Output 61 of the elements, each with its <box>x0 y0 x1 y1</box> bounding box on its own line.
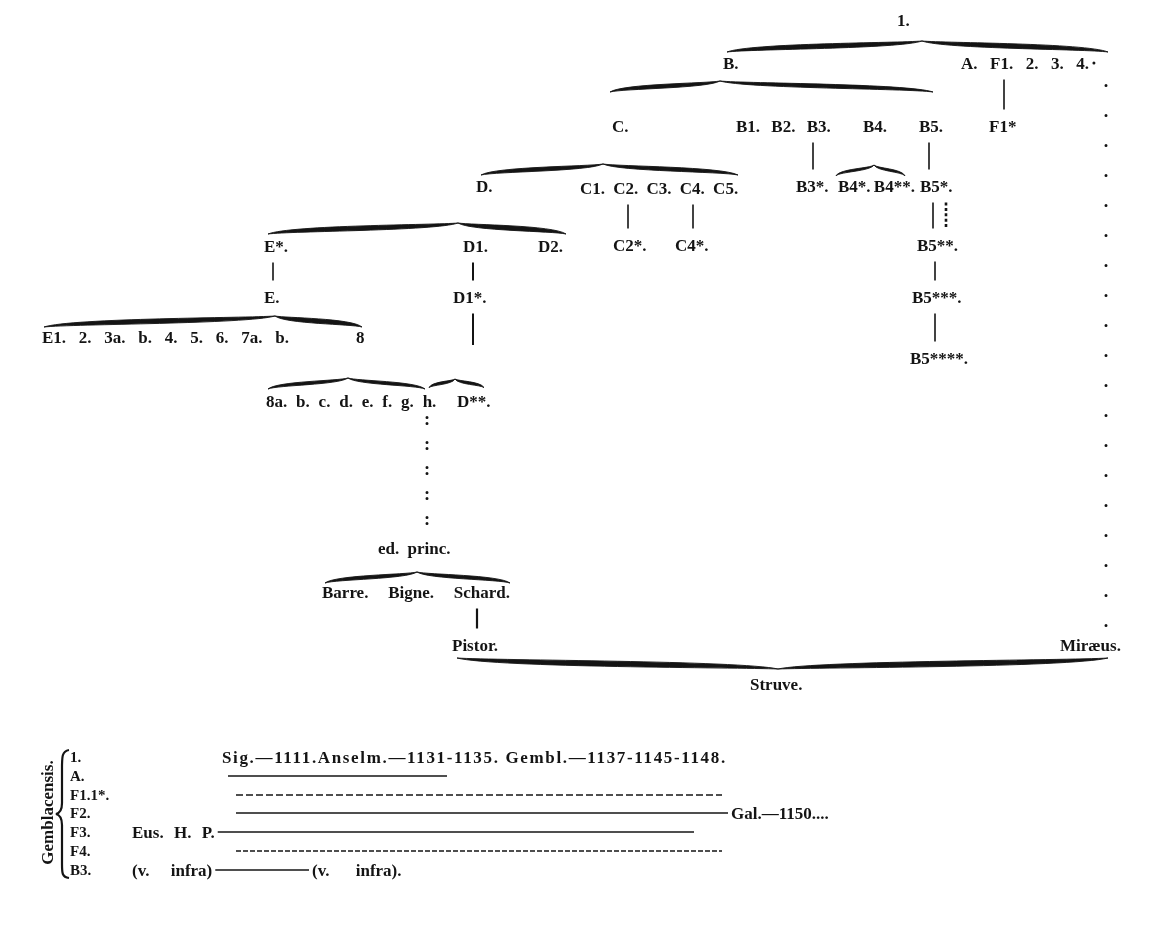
siglum-label: ed. princ. <box>378 538 451 558</box>
siglum-label: 1. <box>897 10 910 30</box>
row-label: F3. <box>70 824 91 840</box>
timeline-text: (v. infra) <box>132 861 213 879</box>
siglum-label: B5**. <box>917 235 959 255</box>
siglum-label: A. F1. 2. 3. 4. <box>961 53 1089 73</box>
row-label: 1. <box>70 749 82 765</box>
siglum-label: B4. <box>863 116 888 136</box>
row-label: F1.1*. <box>70 787 110 803</box>
timeline-text: Sig.—1111.Anselm.—1131-1135. Gembl.—1137-1145-1148. <box>222 748 727 766</box>
siglum-label: B1. B2. B3. <box>736 116 831 136</box>
siglum-label: C1. C2. C3. C4. C5. <box>580 178 739 198</box>
vertical-title: Gemblacensis. <box>37 759 57 865</box>
siglum-label: D. <box>476 176 493 196</box>
siglum-label: D1. <box>463 236 489 256</box>
siglum-label: B5****. <box>910 348 969 368</box>
siglum-label: B5*. <box>920 176 953 196</box>
connector-line <box>272 261 274 282</box>
timeline-text: Gal.—1150.... <box>731 804 829 822</box>
siglum-label: Barre. Bigne. Schard. <box>322 582 510 602</box>
siglum-label: D2. <box>538 236 564 256</box>
row-label: B3. <box>70 862 92 878</box>
timeline-text: (v. infra). <box>312 861 402 879</box>
row-label: F2. <box>70 805 91 821</box>
connector-line <box>932 201 934 230</box>
connector-line <box>472 261 474 282</box>
siglum-label: E*. <box>264 236 289 256</box>
siglum-label: B5. <box>919 116 944 136</box>
connector-line <box>214 869 310 871</box>
connector-line <box>934 260 936 282</box>
connector-line <box>812 141 814 171</box>
siglum-label: 8a. b. c. d. e. f. g. h. <box>266 391 437 411</box>
siglum-label: D1*. <box>453 287 487 307</box>
timeline-text: Eus. H. P. <box>132 823 215 841</box>
connector-line <box>216 831 695 833</box>
connector-line <box>1003 78 1005 111</box>
siglum-label: E1. 2. 3a. b. 4. 5. 6. 7a. b. <box>42 327 289 347</box>
siglum-label: Pistor. <box>452 635 499 655</box>
connector-line <box>934 312 936 343</box>
siglum-label: B5***. <box>912 287 962 307</box>
siglum-label: F1* <box>989 116 1017 136</box>
connector-line <box>627 203 629 230</box>
connector-line <box>235 812 729 814</box>
connector-line <box>692 203 694 230</box>
connector-line <box>928 141 930 171</box>
siglum-label: Struve. <box>750 674 803 694</box>
row-label: F4. <box>70 843 91 859</box>
siglum-label: B3*. <box>796 176 829 196</box>
dotted-line <box>944 202 948 229</box>
siglum-label: B. <box>723 53 739 73</box>
connector-line <box>472 312 474 346</box>
siglum-label: C. <box>612 116 629 136</box>
siglum-label: B4*. B4**. <box>838 176 915 196</box>
siglum-label: D**. <box>457 391 491 411</box>
siglum-label: Miræus. <box>1060 635 1121 655</box>
siglum-label: C4*. <box>675 235 709 255</box>
siglum-label: 8 <box>356 327 365 347</box>
siglum-label: C2*. <box>613 235 647 255</box>
connector-line <box>475 608 479 629</box>
siglum-label: E. <box>264 287 280 307</box>
row-label: A. <box>70 768 85 784</box>
